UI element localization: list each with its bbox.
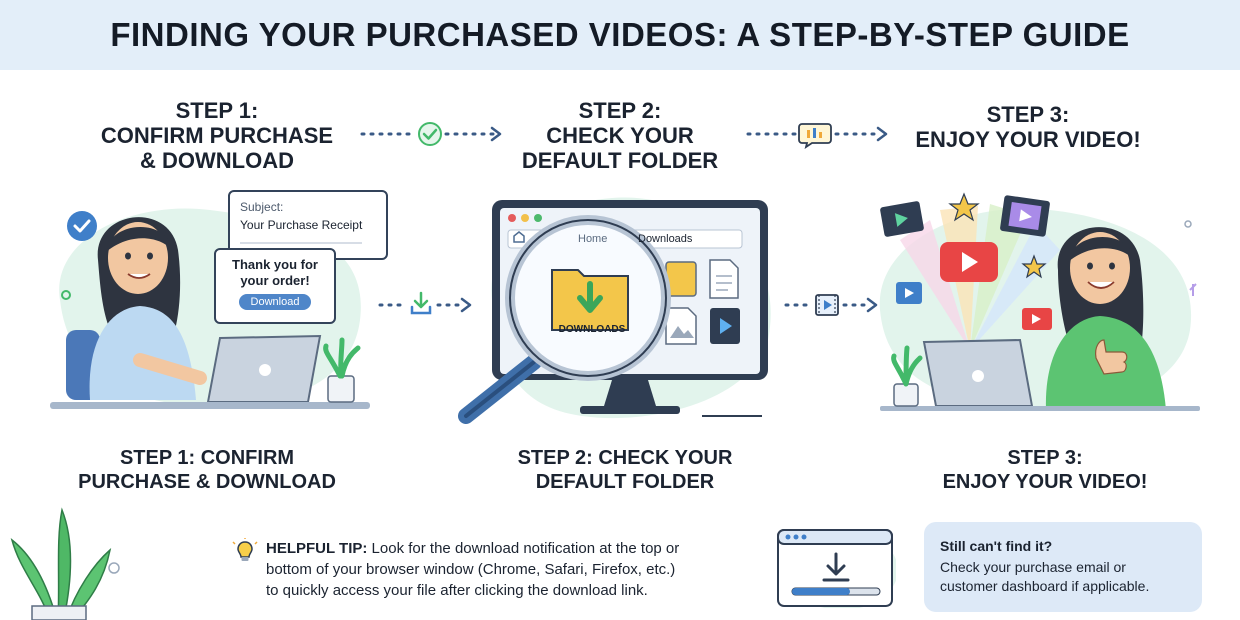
image-file-icon	[665, 307, 697, 345]
step1-illustration	[40, 180, 400, 420]
tip-text-2: bottom of your browser window (Chrome, S…	[266, 561, 676, 578]
tip-text-1: Look for the download notification at th…	[367, 540, 680, 557]
breadcrumb-folder[interactable]: Downloads	[638, 233, 693, 245]
thumbs-up-icon	[1095, 339, 1128, 375]
email-subject: Your Purchase Receipt	[240, 218, 363, 232]
chat-bubble-icon	[798, 123, 832, 149]
video-frame-icon	[1000, 195, 1050, 237]
home-icon	[513, 231, 525, 243]
download-progress-window	[776, 526, 898, 610]
breadcrumb-home[interactable]: Home	[578, 233, 608, 245]
film-strip-icon	[880, 201, 924, 237]
tip-text-3: to quickly access your file after clicki…	[266, 582, 648, 599]
document-icon	[709, 259, 739, 299]
badge-check-icon	[67, 211, 97, 241]
help-line1: Check your purchase email or	[940, 559, 1126, 575]
helpful-tip: HELPFUL TIP: Look for the download notif…	[232, 538, 772, 601]
play-button-icon	[940, 242, 998, 282]
thank-you-bubble: Thank you for your order! Download	[214, 248, 336, 324]
bubble-line1: Thank you for	[232, 257, 318, 272]
connector-mid-2	[782, 290, 882, 320]
star-icon	[948, 192, 980, 222]
connector-step2-step3	[744, 119, 894, 149]
help-title: Still can't find it?	[940, 538, 1053, 554]
download-tray-icon	[410, 291, 432, 315]
video-thumbnail-icon-2	[1022, 308, 1052, 330]
email-subject-label: Subject:	[240, 200, 284, 214]
step1-bottom-title: STEP 1: CONFIRM PURCHASE & DOWNLOAD	[78, 447, 336, 493]
step2-bottom-title: STEP 2: CHECK YOUR DEFAULT FOLDER	[517, 447, 733, 493]
page-title: FINDING YOUR PURCHASED VIDEOS: A STEP-BY…	[110, 16, 1130, 53]
decorative-plant	[0, 500, 130, 620]
step2-title: STEP 2: CHECK YOUR DEFAULT FOLDER	[521, 98, 719, 173]
download-arrow-icon	[822, 552, 850, 582]
page-header: FINDING YOUR PURCHASED VIDEOS: A STEP-BY…	[0, 0, 1240, 70]
downloads-folder-label: DOWNLOADS	[558, 324, 626, 335]
video-file-icon	[710, 308, 740, 344]
star-icon-2	[1021, 254, 1047, 279]
step3-title: STEP 3: ENJOY YOUR VIDEO!	[915, 102, 1141, 152]
tip-label: HELPFUL TIP:	[266, 540, 368, 557]
lightbulb-icon	[232, 538, 258, 561]
help-line2: customer dashboard if applicable.	[940, 578, 1150, 594]
downloads-folder-icon	[551, 269, 629, 331]
bubble-line2: your order!	[240, 273, 310, 288]
help-card: Still can't find it? Check your purchase…	[924, 522, 1202, 612]
step1-title: STEP 1: CONFIRM PURCHASE & DOWNLOAD	[100, 98, 334, 173]
step3-illustration	[860, 180, 1210, 420]
step3-bottom-title: STEP 3: ENJOY YOUR VIDEO!	[942, 447, 1148, 493]
download-button[interactable]: Download	[238, 294, 312, 310]
step2-illustration	[452, 180, 792, 430]
connector-mid-1	[376, 290, 476, 320]
film-icon	[815, 294, 839, 316]
video-thumbnail-icon	[896, 282, 922, 304]
check-circle-icon	[418, 122, 442, 146]
connector-step1-step2	[358, 119, 508, 149]
